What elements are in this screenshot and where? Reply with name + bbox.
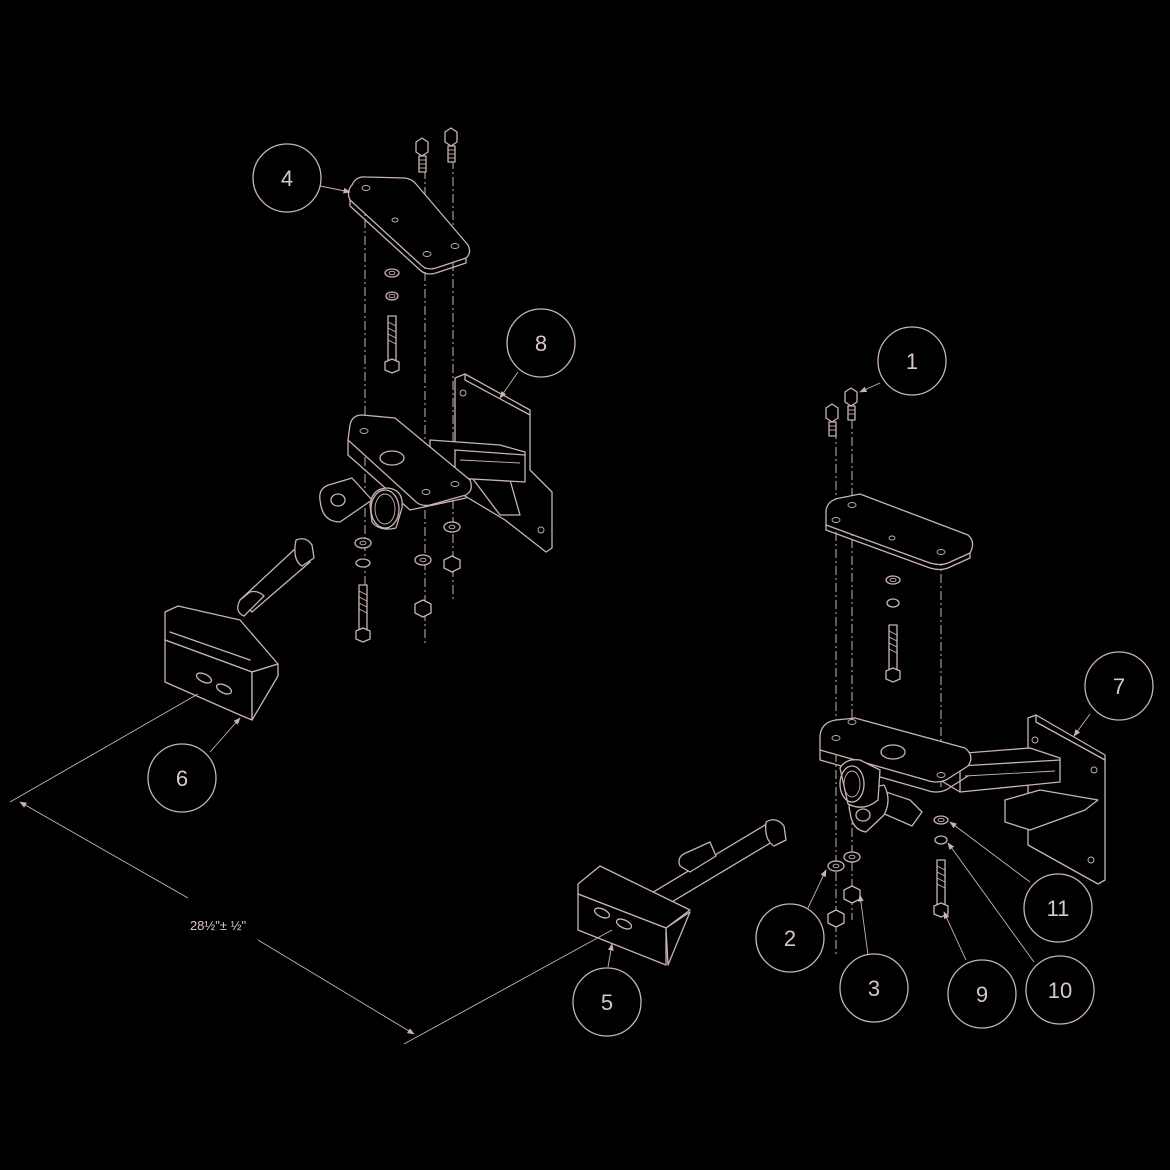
hex-bolt xyxy=(825,403,839,437)
mounting-bracket xyxy=(319,373,553,553)
dimension-annotation: 28½"± ½" xyxy=(9,693,613,1045)
callout-label: 6 xyxy=(176,766,188,791)
dimension-line xyxy=(257,939,415,1035)
callout-label: 5 xyxy=(601,990,613,1015)
callout-8: 8 xyxy=(506,308,576,378)
hex-nut xyxy=(843,885,861,904)
washer xyxy=(414,554,432,566)
hex-bolt xyxy=(844,387,858,421)
callout-4: 4 xyxy=(252,143,322,213)
mounting-bracket xyxy=(819,714,1106,885)
washer xyxy=(354,537,372,549)
lock-washer xyxy=(886,598,900,608)
callout-label: 9 xyxy=(976,982,988,1007)
callout-3: 3 xyxy=(839,953,909,1023)
top-plate xyxy=(825,493,974,571)
hex-bolt xyxy=(444,127,458,163)
callout-11: 11 xyxy=(1023,873,1093,943)
callout-label: 7 xyxy=(1113,674,1125,699)
callout-5: 5 xyxy=(572,967,642,1037)
callout-label: 3 xyxy=(868,976,880,1001)
callout-2: 2 xyxy=(755,903,825,973)
extension-line xyxy=(403,929,613,1045)
leader-lines xyxy=(209,185,1091,968)
callout-7: 7 xyxy=(1084,651,1154,721)
dimension-label: 28½"± ½" xyxy=(190,918,247,933)
callout-label: 8 xyxy=(535,331,547,356)
dimension-line xyxy=(19,801,189,899)
callout-6: 6 xyxy=(147,743,217,813)
callout-label: 4 xyxy=(281,166,293,191)
top-plate xyxy=(347,176,471,275)
washer xyxy=(885,575,901,585)
callout-1: 1 xyxy=(877,326,947,396)
hex-bolt xyxy=(415,137,429,173)
pin-bracket xyxy=(577,819,787,966)
carriage-bolt xyxy=(355,584,371,643)
carriage-bolt xyxy=(384,315,400,374)
left-assembly xyxy=(164,127,553,721)
washer xyxy=(933,815,949,825)
washer xyxy=(843,851,861,863)
callout-label: 1 xyxy=(906,349,918,374)
washer xyxy=(443,521,461,533)
callout-9: 9 xyxy=(947,959,1017,1029)
washer xyxy=(827,860,845,872)
callout-label: 10 xyxy=(1048,978,1072,1003)
carriage-bolt xyxy=(933,859,949,918)
extension-line xyxy=(9,693,199,803)
callout-label: 11 xyxy=(1047,896,1070,921)
callout-10: 10 xyxy=(1025,955,1095,1025)
lock-washer xyxy=(385,291,399,301)
hex-nut xyxy=(414,599,432,618)
lock-washer xyxy=(934,835,948,845)
callout-label: 2 xyxy=(784,926,796,951)
lock-washer xyxy=(355,558,371,568)
right-assembly xyxy=(577,387,1106,966)
washer xyxy=(384,268,400,278)
hex-nut xyxy=(827,909,845,928)
carriage-bolt xyxy=(885,624,901,683)
pin-bracket xyxy=(164,538,315,721)
hex-nut xyxy=(443,555,461,573)
